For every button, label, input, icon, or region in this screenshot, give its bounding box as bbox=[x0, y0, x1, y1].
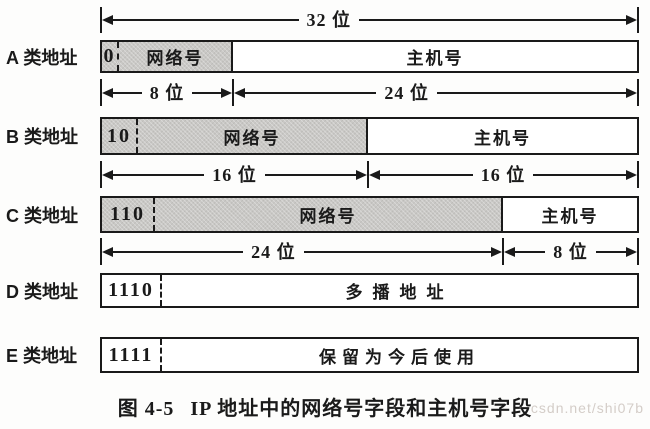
class-d-bitfield-box: 1110 多播地址 bbox=[100, 273, 639, 308]
arrowhead-right-icon bbox=[356, 169, 367, 180]
figure-title: IP 地址中的网络号字段和主机号字段 bbox=[190, 398, 533, 420]
bit-width-label: 24 位 bbox=[384, 82, 429, 103]
bit-width-label: 32 位 bbox=[306, 10, 352, 30]
dimension-tick bbox=[232, 79, 234, 106]
dimension-tick bbox=[367, 161, 369, 188]
arrow-line bbox=[359, 19, 626, 21]
arrow-segment: 16 位 bbox=[102, 161, 367, 188]
arrow-segment: 8 位 bbox=[504, 238, 637, 265]
dimension-tick bbox=[502, 238, 504, 265]
bit-width-label: 8 位 bbox=[553, 241, 588, 262]
class-b-prefix-bits: 10 bbox=[102, 119, 138, 153]
arrowhead-left-icon bbox=[102, 87, 113, 98]
arrowhead-left-icon bbox=[234, 87, 245, 98]
class-d-field: 多播地址 bbox=[345, 283, 454, 302]
class-b-dimension-arrows: 16 位 16 位 bbox=[0, 161, 650, 188]
class-a-prefix-bits: 0 bbox=[102, 42, 119, 71]
arrowhead-right-icon bbox=[626, 246, 637, 257]
arrow-line bbox=[264, 173, 356, 176]
dimension-tick bbox=[100, 7, 102, 33]
class-d-label: D 类地址 bbox=[6, 281, 78, 302]
dimension-tick bbox=[637, 7, 639, 33]
class-b-network-field: 网络号 bbox=[138, 119, 368, 153]
arrow-line bbox=[515, 250, 546, 253]
watermark: csdn.net/shi07b bbox=[530, 400, 644, 416]
dimension-tick bbox=[637, 161, 639, 188]
arrow-line bbox=[192, 91, 221, 94]
arrow-segment: 16 位 bbox=[369, 161, 637, 188]
bit-width-label: 16 位 bbox=[480, 164, 526, 185]
class-e-bitfield-box: 1111 保留为今后使用 bbox=[100, 337, 639, 373]
arrow-line bbox=[113, 250, 244, 253]
class-b-host-field: 主机号 bbox=[474, 128, 531, 148]
class-b-bitfield-box: 10 网络号 主机号 bbox=[100, 117, 639, 155]
arrowhead-left-icon bbox=[102, 169, 113, 180]
arrow-line bbox=[303, 250, 491, 253]
arrowhead-right-icon bbox=[626, 87, 637, 98]
class-c-bitfield-box: 110 网络号 主机号 bbox=[100, 196, 639, 233]
arrowhead-right-icon bbox=[221, 87, 232, 98]
bit-width-label: 8 位 bbox=[149, 82, 185, 103]
arrowhead-right-icon bbox=[626, 15, 637, 25]
arrow-line bbox=[113, 173, 205, 176]
class-c-label: C 类地址 bbox=[6, 205, 78, 226]
arrow-line bbox=[595, 250, 626, 253]
arrow-segment: 32 位 bbox=[102, 7, 637, 33]
dimension-tick bbox=[100, 238, 102, 265]
arrowhead-left-icon bbox=[102, 15, 113, 25]
figure-number: 图 4-5 bbox=[117, 398, 175, 420]
arrow-line bbox=[533, 173, 626, 176]
dimension-tick bbox=[637, 79, 639, 106]
arrow-line bbox=[245, 91, 377, 94]
arrowhead-left-icon bbox=[102, 246, 113, 257]
bit-width-label: 16 位 bbox=[212, 164, 257, 185]
class-e-label: E 类地址 bbox=[6, 346, 78, 366]
figure-caption: 图 4-5 IP 地址中的网络号字段和主机号字段 bbox=[0, 392, 650, 421]
arrow-line bbox=[436, 91, 626, 94]
arrow-line bbox=[113, 91, 142, 94]
class-d-prefix-bits: 1110 bbox=[102, 275, 162, 306]
class-e-prefix-bits: 1111 bbox=[102, 339, 162, 371]
class-a-label: A 类地址 bbox=[6, 47, 78, 68]
class-c-dimension-arrows: 24 位 8 位 bbox=[0, 238, 650, 265]
class-c-host-field: 主机号 bbox=[541, 207, 599, 226]
arrow-line bbox=[380, 173, 473, 176]
class-a-network-field: 网络号 bbox=[119, 42, 233, 71]
arrowhead-right-icon bbox=[491, 246, 502, 257]
arrowhead-left-icon bbox=[369, 169, 380, 180]
arrow-segment: 24 位 bbox=[234, 79, 637, 106]
class-a-bitfield-box: 0 网络号 主机号 bbox=[100, 40, 639, 73]
class-c-prefix-bits: 110 bbox=[102, 198, 155, 231]
arrow-segment: 8 位 bbox=[102, 79, 232, 106]
class-a-dimension-arrows: 8 位 24 位 bbox=[0, 79, 650, 106]
class-c-network-field: 网络号 bbox=[155, 198, 503, 231]
dimension-tick bbox=[100, 161, 102, 188]
arrowhead-right-icon bbox=[626, 169, 637, 180]
dimension-tick bbox=[100, 79, 102, 106]
arrow-line bbox=[113, 19, 299, 21]
class-a-host-field: 主机号 bbox=[406, 49, 464, 68]
class-b-label: B 类地址 bbox=[6, 127, 78, 147]
arrow-segment: 24 位 bbox=[102, 238, 502, 265]
dimension-arrow-32bit: 32 位 bbox=[0, 7, 650, 33]
arrowhead-left-icon bbox=[504, 246, 515, 257]
class-e-field: 保留为今后使用 bbox=[319, 347, 480, 367]
dimension-tick bbox=[637, 238, 639, 265]
bit-width-label: 24 位 bbox=[251, 241, 296, 262]
